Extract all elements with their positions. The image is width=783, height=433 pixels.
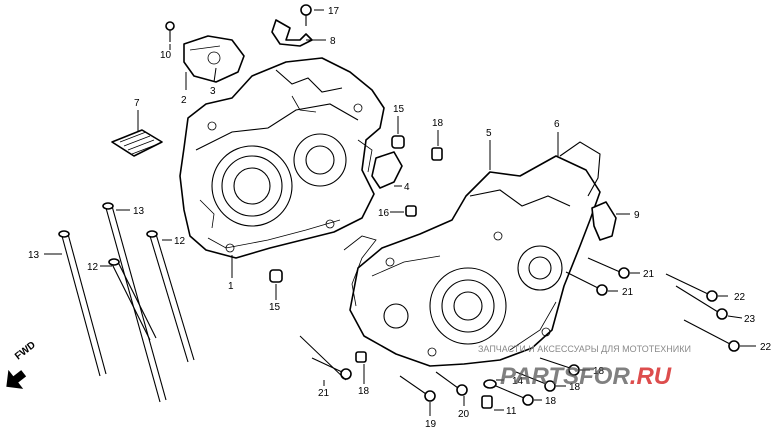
callout-1: 1: [228, 281, 234, 292]
callout-15-lower: 15: [269, 302, 281, 313]
lower-bolts: [311, 357, 580, 409]
callout-16: 16: [378, 208, 390, 219]
bracket-4: [371, 151, 403, 189]
callout-13-lower: 13: [28, 250, 40, 261]
bolt-18-c: [495, 385, 534, 406]
left-crankcase: [179, 57, 385, 259]
callout-18-r3: 18: [545, 396, 557, 407]
callout-8: 8: [330, 36, 336, 47]
watermark-logo-main: PARTSFOR: [500, 363, 630, 390]
stud-13-lower: [58, 230, 107, 377]
callout-18-r2: 18: [569, 382, 581, 393]
oil-screen: [111, 129, 163, 157]
callout-23: 23: [744, 314, 756, 325]
dowel-pins: [269, 135, 443, 363]
bolt-21a: [587, 257, 630, 279]
callout-18-top: 18: [432, 118, 444, 129]
bolt-17: [300, 4, 312, 26]
washer-14: [483, 379, 497, 389]
bolt-22a: [665, 273, 718, 302]
bolt-23: [683, 319, 740, 352]
right-bolts: [565, 257, 740, 352]
leader-lines: [44, 9, 756, 416]
screw-10: [165, 21, 175, 42]
watermark: ЗАПЧАСТИ И АКСЕССУАРЫ ДЛЯ МОТОТЕХНИКИ PA…: [478, 344, 691, 390]
right-crankcase: [349, 155, 601, 367]
clamp-9: [591, 201, 617, 241]
callout-7: 7: [134, 98, 140, 109]
callout-12-lower: 12: [87, 262, 99, 273]
callout-4: 4: [404, 182, 410, 193]
bolt-21-lower: [311, 357, 352, 380]
callout-2: 2: [181, 95, 187, 106]
callout-3: 3: [210, 86, 216, 97]
case-gasket: [343, 235, 377, 307]
callout-5: 5: [486, 128, 492, 139]
stud-12-lower: [108, 258, 157, 341]
callout-13-upper: 13: [133, 206, 145, 217]
fwd-label: FWD: [13, 340, 38, 363]
bolt-22b: [675, 285, 728, 320]
callout-22-a: 22: [734, 292, 746, 303]
callout-21-lower: 21: [318, 388, 330, 399]
breather-tube: [559, 141, 601, 197]
callout-19: 19: [425, 419, 437, 430]
callout-numbers: 1 2 3 4 5 6 7 8 9 10 11 12 12 13 13 14 1…: [28, 6, 772, 430]
stud-12-upper: [146, 230, 195, 363]
callout-6: 6: [554, 119, 560, 130]
callout-22-b: 22: [760, 342, 772, 353]
watermark-logo-suffix: .RU: [630, 363, 672, 390]
watermark-tagline: ЗАПЧАСТИ И АКСЕССУАРЫ ДЛЯ МОТОТЕХНИКИ: [478, 344, 691, 354]
bolt-11: [481, 395, 493, 409]
bolt-19: [399, 375, 436, 402]
fwd-arrow: FWD: [6, 340, 38, 389]
bolt-20: [435, 371, 468, 396]
callout-10: 10: [160, 50, 172, 61]
callout-12-upper: 12: [174, 236, 186, 247]
callout-17: 17: [328, 6, 340, 17]
stud-bolts: [58, 202, 195, 403]
svg-text:PARTSFOR.RU: PARTSFOR.RU: [500, 363, 672, 390]
callout-21-b: 21: [622, 287, 634, 298]
callout-21-a: 21: [643, 269, 655, 280]
callout-18-left: 18: [358, 386, 370, 397]
callout-15-upper: 15: [393, 104, 405, 115]
bracket-8: [271, 19, 313, 47]
callout-20: 20: [458, 409, 470, 420]
callout-11: 11: [506, 406, 517, 417]
cover-plate: [183, 35, 245, 83]
callout-18-r1: 18: [593, 366, 605, 377]
bolt-21b: [565, 271, 608, 296]
bolt-18-b: [515, 371, 556, 392]
callout-14: 14: [512, 376, 524, 387]
callout-9: 9: [634, 210, 640, 221]
bolt-18-a: [539, 357, 580, 376]
